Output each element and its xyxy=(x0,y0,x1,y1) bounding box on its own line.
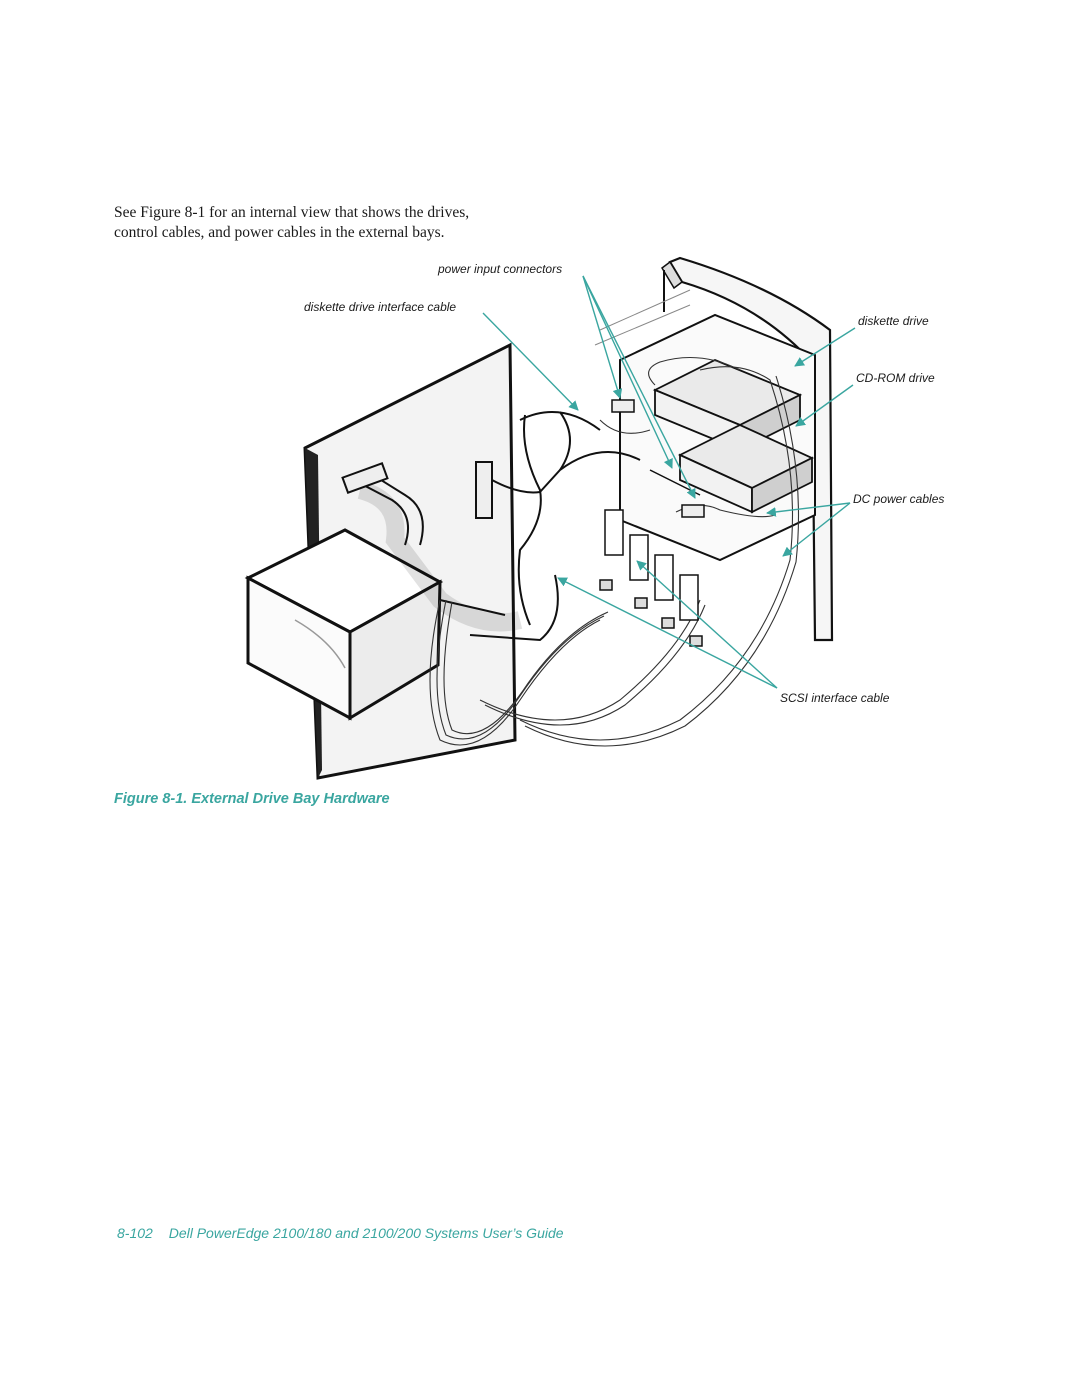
leader-dc-power-1 xyxy=(766,502,851,517)
callout-scsi-interface-cable: SCSI interface cable xyxy=(780,691,890,705)
leader-diskette-drive xyxy=(794,327,856,367)
power-wire-bundles xyxy=(429,356,799,747)
leader-dc-power-2 xyxy=(782,502,851,557)
leader-power-input-1 xyxy=(582,275,623,399)
intro-paragraph: See Figure 8-1 for an internal view that… xyxy=(114,203,554,243)
leader-lines xyxy=(482,275,856,689)
intro-line-1: See Figure 8-1 for an internal view that… xyxy=(114,204,470,221)
page-footer: 8-102 Dell PowerEdge 2100/180 and 2100/2… xyxy=(117,1225,564,1241)
leader-power-input-3 xyxy=(582,275,673,469)
callout-power-input-connectors: power input connectors xyxy=(438,262,563,276)
callout-diskette-drive: diskette drive xyxy=(858,314,929,328)
power-supply xyxy=(244,528,444,721)
leader-cdrom-drive xyxy=(795,384,854,427)
page-number: 8-102 xyxy=(117,1225,153,1241)
tower-frame xyxy=(594,256,834,642)
callout-diskette-drive-interface-cable: diskette drive interface cable xyxy=(304,300,457,314)
leader-power-input-2 xyxy=(582,275,696,499)
leader-scsi-1 xyxy=(557,577,778,689)
leader-scsi-2 xyxy=(636,560,778,689)
drive-bay xyxy=(619,313,816,562)
figure-caption: Figure 8-1. External Drive Bay Hardware xyxy=(114,791,390,807)
intro-line-2: control cables, and power cables in the … xyxy=(114,224,445,241)
callout-dc-power-cables: DC power cables xyxy=(853,492,945,506)
leader-diskette-cable xyxy=(482,312,579,411)
footer-title: Dell PowerEdge 2100/180 and 2100/200 Sys… xyxy=(168,1225,564,1241)
callout-cdrom-drive: CD-ROM drive xyxy=(856,371,935,385)
